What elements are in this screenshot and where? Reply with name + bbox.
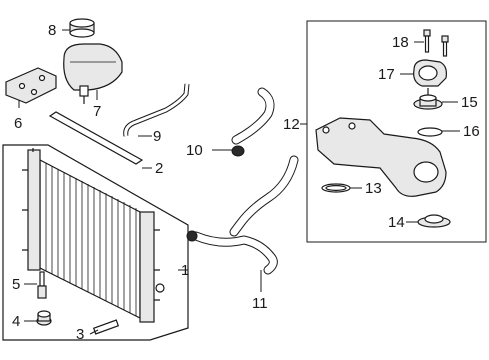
callout-3: 3 [76, 326, 84, 343]
reservoir-bracket [5, 67, 57, 104]
callout-labels: 1 2 3 4 5 6 7 8 9 10 11 12 13 14 15 16 1… [12, 22, 480, 343]
callout-14: 14 [388, 214, 405, 231]
upper-radiator-hose [231, 87, 275, 157]
radiator [2, 144, 189, 341]
callout-5: 5 [12, 276, 20, 293]
callout-6: 6 [14, 115, 22, 132]
callout-16: 16 [463, 123, 480, 140]
leader-lines [18, 29, 460, 335]
callout-7: 7 [93, 103, 101, 120]
callout-18: 18 [392, 34, 409, 51]
thermostat-detail-box [306, 20, 487, 243]
thermostat-gasket [417, 127, 443, 137]
callout-2: 2 [155, 160, 163, 177]
callout-12: 12 [283, 116, 300, 133]
mount-grommet [36, 310, 52, 326]
housing-o-ring [321, 183, 351, 193]
radiator-seal-strip [48, 111, 144, 165]
callout-17: 17 [378, 66, 395, 83]
callout-4: 4 [12, 313, 20, 330]
outlet-bolts [423, 29, 449, 57]
thermostat-outlet [413, 59, 447, 87]
overflow-hose [123, 83, 190, 137]
callout-11: 11 [252, 295, 268, 312]
thermostat [413, 88, 443, 110]
callout-13: 13 [365, 180, 382, 197]
thermostat-housing [315, 117, 447, 197]
housing-seal [417, 214, 451, 228]
reservoir-cap [69, 18, 95, 38]
callout-8: 8 [48, 22, 56, 39]
lower-radiator-hose [186, 155, 299, 275]
callout-1: 1 [181, 262, 189, 279]
callout-9: 9 [153, 128, 161, 145]
callout-15: 15 [461, 94, 478, 111]
callout-10: 10 [186, 142, 203, 159]
radiator-bolt [37, 271, 47, 299]
coolant-reservoir [63, 43, 123, 104]
